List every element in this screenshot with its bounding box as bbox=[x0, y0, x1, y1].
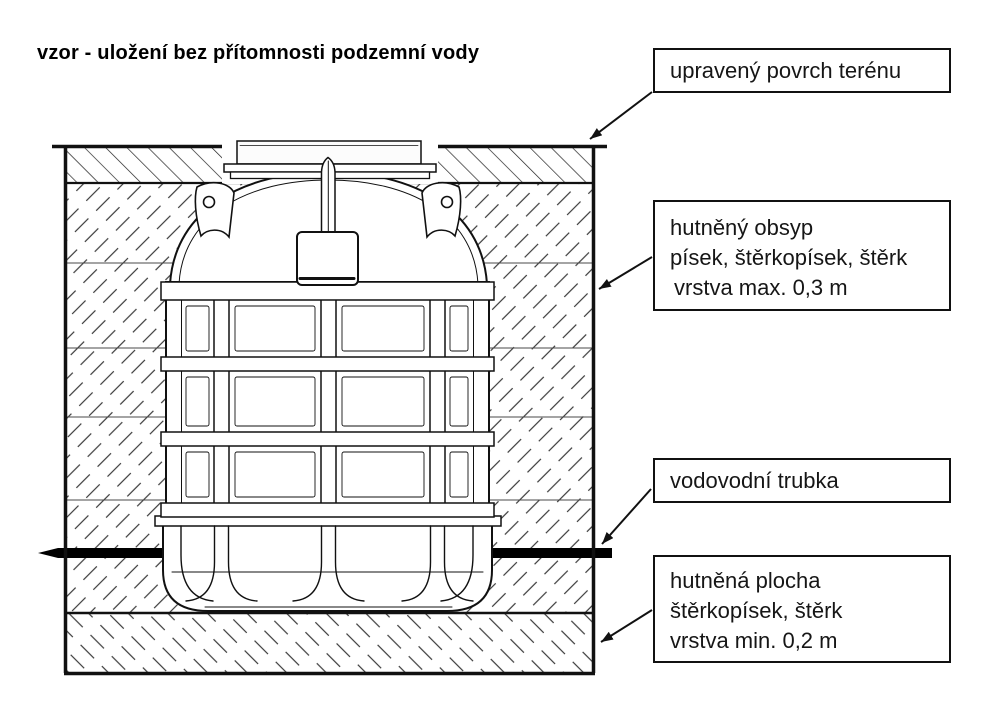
horizontal-ribs bbox=[160, 281, 495, 518]
lug-hole-left bbox=[202, 195, 216, 209]
bedding-layer-hatch bbox=[64, 613, 595, 673]
callout-pipe-text: vodovodní trubka bbox=[670, 467, 839, 493]
callout-surface: upravený povrch terénu bbox=[653, 48, 951, 93]
arrow-bedding bbox=[600, 609, 653, 643]
body-side-inner-lines bbox=[181, 299, 474, 504]
pit-outline bbox=[63, 146, 596, 676]
lug-hole-right bbox=[440, 195, 454, 209]
arrow-backfill bbox=[598, 256, 653, 290]
callout-backfill: hutněný obsyp písek, štěrkopísek, štěrk … bbox=[653, 200, 951, 311]
callout-bedding: hutněná plocha štěrkopísek, štěrk vrstva… bbox=[653, 555, 951, 663]
callout-backfill-line1: hutněný obsyp bbox=[670, 215, 814, 240]
tank-bottom-detail bbox=[171, 525, 484, 608]
vertical-ribs bbox=[213, 296, 446, 515]
tank bbox=[154, 140, 502, 612]
lifting-lug-right bbox=[421, 181, 462, 240]
callout-bedding-line1: hutněná plocha bbox=[670, 568, 821, 593]
page-title: vzor - uložení bez přítomnosti podzemní … bbox=[37, 42, 480, 64]
callout-backfill-line3: vrstva max. 0,3 m bbox=[674, 275, 848, 300]
callout-backfill-line2: písek, štěrkopísek, štěrk bbox=[670, 245, 908, 270]
rib-feet bbox=[180, 525, 474, 602]
callout-pipe: vodovodní trubka bbox=[653, 458, 951, 503]
callout-surface-text: upravený povrch terénu bbox=[670, 57, 902, 83]
callout-arrows bbox=[589, 91, 653, 643]
tank-bottom-cap bbox=[162, 513, 493, 612]
callout-bedding-line2: štěrkopísek, štěrk bbox=[670, 598, 843, 623]
lifting-lug-left bbox=[194, 181, 235, 240]
inlet-box bbox=[296, 231, 359, 286]
arrow-pipe bbox=[601, 488, 652, 545]
arrow-surface bbox=[589, 91, 653, 140]
callout-bedding-line3: vrstva min. 0,2 m bbox=[670, 628, 838, 653]
panel-bevels bbox=[185, 305, 469, 498]
